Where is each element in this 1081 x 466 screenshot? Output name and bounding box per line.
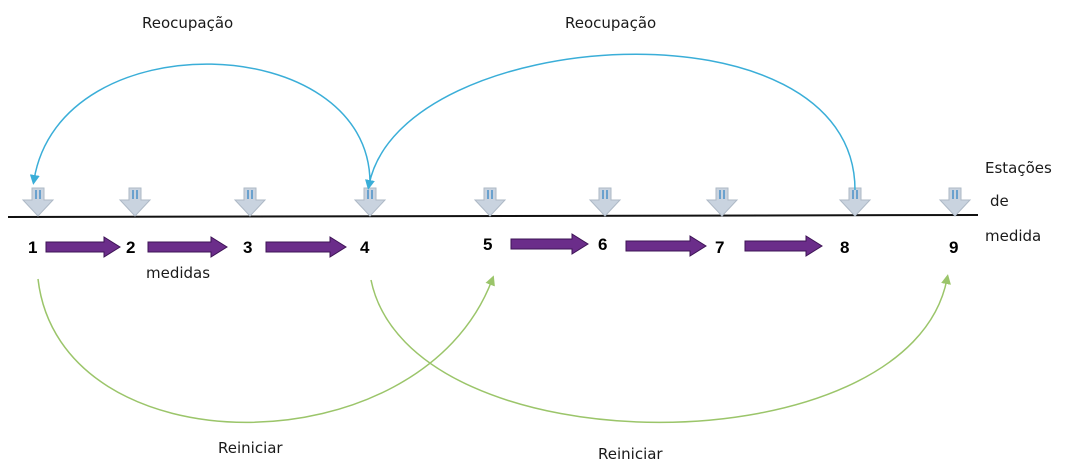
station-marker-icon: [938, 187, 972, 217]
station-number-8: 8: [840, 238, 849, 257]
station-number-5: 5: [483, 235, 492, 254]
reoccupation-label-left: Reocupação: [142, 14, 233, 32]
restart-arc-4-to-9: [370, 274, 951, 424]
station-marker-icon: [21, 187, 55, 217]
baseline: [7, 214, 979, 218]
measures-label: medidas: [146, 264, 210, 282]
measure-arrow: [510, 233, 589, 255]
measure-arrow: [744, 235, 823, 257]
stations-label-line3: medida: [985, 227, 1041, 245]
station-marker-icon: [705, 187, 739, 217]
reoccupation-label-right: Reocupação: [565, 14, 656, 32]
station-number-2: 2: [126, 238, 135, 257]
station-marker-icon: [353, 187, 387, 217]
station-number-3: 3: [243, 238, 252, 257]
station-marker-icon: [838, 187, 872, 217]
measure-arrow: [45, 236, 121, 258]
measure-arrow: [147, 236, 228, 258]
measure-arrow: [265, 236, 347, 258]
measure-arrow: [625, 235, 707, 257]
station-marker-icon: [588, 187, 622, 217]
station-marker-icon: [118, 187, 152, 217]
station-marker-icon: [233, 187, 267, 217]
restart-label-right: Reiniciar: [598, 445, 663, 463]
restart-label-left: Reiniciar: [218, 439, 283, 457]
stations-label-line1: Estações: [985, 159, 1052, 177]
station-number-9: 9: [949, 238, 958, 257]
measure-arrows: [45, 233, 823, 258]
station-number-4: 4: [360, 238, 370, 257]
station-number-6: 6: [598, 235, 607, 254]
station-number-7: 7: [715, 238, 724, 257]
station-number-1: 1: [28, 238, 37, 257]
station-markers: [21, 187, 972, 217]
reoccupation-arc-8-to-4: [365, 53, 856, 191]
restart-arc-1-to-5: [37, 275, 495, 424]
stations-label-line2: de: [990, 192, 1009, 210]
station-marker-icon: [473, 187, 507, 217]
reoccupation-arc-4-to-1: [29, 63, 371, 185]
